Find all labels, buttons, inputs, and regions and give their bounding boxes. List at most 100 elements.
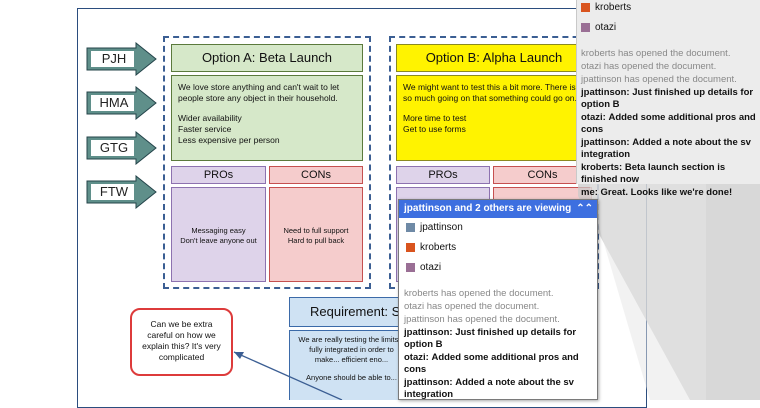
- option-a-point: Less expensive per person: [178, 135, 280, 145]
- option-b-intro: We might want to test this a bit more. T…: [403, 82, 577, 103]
- arrow-ftw[interactable]: FTW: [86, 175, 158, 209]
- option-a-cons-cell[interactable]: Need to full support Hard to pull back: [269, 187, 363, 282]
- connector-line: [233, 351, 343, 400]
- option-b-title[interactable]: Option B: Alpha Launch: [396, 44, 592, 72]
- chat-text: kroberts has opened the document.: [581, 48, 731, 59]
- system-message: kroberts has opened the document.: [404, 288, 592, 300]
- arrow-shape: [86, 131, 157, 165]
- chat-text: jpattinson has opened the document.: [581, 74, 737, 85]
- arrow-shape: [86, 86, 157, 120]
- user-color-swatch-icon: [406, 222, 415, 232]
- arrow-pjh[interactable]: PJH: [86, 42, 158, 76]
- chat-user: otazi:: [404, 352, 429, 363]
- arrow-shape: [86, 42, 157, 76]
- zoom-viewer-list: kroberts otazi: [577, 0, 760, 42]
- option-a-cons-label[interactable]: CONs: [269, 166, 363, 184]
- viewing-panel-header[interactable]: jpattinson and 2 others are viewing ⌃⌃: [399, 200, 597, 218]
- viewer-otazi[interactable]: otazi: [581, 22, 756, 42]
- chat-text: Just finished up details for option B: [404, 327, 577, 350]
- cons-text-line: Need to full support: [283, 226, 349, 235]
- viewer-jpattinson[interactable]: jpattinson: [406, 222, 590, 242]
- chat-user: kroberts:: [581, 162, 623, 173]
- comment-note[interactable]: Can we be extra careful on how we explai…: [130, 308, 233, 376]
- viewing-panel-chat-log: kroberts has opened the document. otazi h…: [399, 282, 597, 401]
- viewer-name: otazi: [420, 262, 442, 273]
- chat-message: otazi: Added some additional pros and co…: [581, 112, 756, 136]
- option-b-point: Get to use forms: [403, 124, 466, 134]
- option-a-pros-cell[interactable]: Messaging easy Don't leave anyone out: [171, 187, 266, 282]
- option-a-pros-label[interactable]: PROs: [171, 166, 266, 184]
- viewer-name: kroberts: [420, 242, 457, 253]
- requirement-footer: Anyone should be able to...: [306, 373, 397, 382]
- chat-text: Added a note about the sv integration: [581, 137, 751, 160]
- chat-message: jpattinson: Just finished up details for…: [581, 87, 756, 111]
- user-color-swatch-icon: [406, 262, 415, 272]
- arrow-label: HMA: [99, 95, 129, 110]
- requirement-title[interactable]: Requirement: SV: [289, 297, 414, 327]
- double-chevron-up-icon[interactable]: ⌃⌃: [576, 203, 593, 214]
- viewing-panel-viewer-list: jpattinson kroberts otazi: [399, 218, 597, 282]
- viewing-panel[interactable]: jpattinson and 2 others are viewing ⌃⌃ j…: [398, 199, 598, 400]
- chat-text: Added a note about the sv integration: [404, 377, 574, 400]
- user-color-swatch-icon: [581, 22, 590, 32]
- chat-message: jpattinson: Added a note about the sv in…: [581, 137, 756, 161]
- pros-text-line: Messaging easy: [191, 226, 246, 235]
- option-a-group[interactable]: [163, 36, 371, 289]
- chat-message: jpattinson: Just finished up details for…: [404, 327, 592, 351]
- arrow-gtg[interactable]: GTG: [86, 131, 158, 165]
- option-a-body[interactable]: We love store anything and can't wait to…: [171, 75, 363, 161]
- connector-arrowhead: [234, 352, 244, 359]
- system-message: jpattinson has opened the document.: [404, 314, 592, 326]
- chat-message: me: Great. Looks like we're done!: [581, 187, 756, 199]
- pros-text-line: Don't leave anyone out: [180, 236, 257, 245]
- viewer-name: otazi: [595, 22, 617, 33]
- chat-text: Just finished up details for option B: [581, 87, 754, 110]
- requirement-text: We are really testing the limits... full…: [298, 335, 405, 364]
- requirement-body[interactable]: We are really testing the limits... full…: [289, 330, 414, 400]
- chat-text: Added some additional pros and cons: [404, 352, 579, 375]
- chat-text: otazi has opened the document.: [404, 301, 540, 312]
- chat-user: jpattinson:: [404, 377, 453, 388]
- chat-text: jpattinson has opened the document.: [404, 314, 560, 325]
- chat-message: jpattinson: Added a note about the sv in…: [404, 377, 592, 401]
- system-message: kroberts has opened the document.: [581, 48, 756, 60]
- system-message: otazi has opened the document.: [581, 61, 756, 73]
- chat-user: otazi:: [581, 112, 606, 123]
- zoom-chat-panel: kroberts otazi kroberts has opened the do…: [576, 0, 760, 198]
- viewing-panel-header-text: jpattinson and 2 others are viewing: [404, 203, 572, 214]
- user-color-swatch-icon: [581, 2, 590, 12]
- viewer-name: kroberts: [595, 2, 632, 13]
- arrow-shape: [86, 175, 157, 209]
- option-a-point: Wider availability: [178, 113, 242, 123]
- cons-text-line: Hard to pull back: [287, 236, 345, 245]
- viewer-otazi[interactable]: otazi: [406, 262, 590, 282]
- chat-user: jpattinson:: [581, 87, 630, 98]
- chat-message: kroberts: Beta launch section is finishe…: [581, 162, 756, 186]
- option-a-title[interactable]: Option A: Beta Launch: [171, 44, 363, 72]
- chat-user: jpattinson:: [404, 327, 453, 338]
- option-a-point: Faster service: [178, 124, 232, 134]
- zoom-chat-log: kroberts has opened the document. otazi h…: [577, 42, 760, 199]
- user-color-swatch-icon: [406, 242, 415, 252]
- option-b-cons-label[interactable]: CONs: [493, 166, 592, 184]
- arrow-label: FTW: [99, 184, 129, 199]
- arrow-label: PJH: [101, 51, 127, 66]
- chat-text: otazi has opened the document.: [581, 61, 717, 72]
- option-a-intro: We love store anything and can't wait to…: [178, 82, 340, 103]
- option-b-point: More time to test: [403, 113, 467, 123]
- viewer-name: jpattinson: [420, 222, 463, 233]
- system-message: jpattinson has opened the document.: [581, 74, 756, 86]
- chat-message: otazi: Added some additional pros and co…: [404, 352, 592, 376]
- viewer-kroberts[interactable]: kroberts: [581, 2, 756, 22]
- arrow-label: GTG: [99, 140, 129, 155]
- chat-text: Great. Looks like we're done!: [600, 187, 733, 198]
- chat-text: kroberts has opened the document.: [404, 288, 554, 299]
- chat-text: Beta launch section is finished now: [581, 162, 726, 185]
- arrow-hma[interactable]: HMA: [86, 86, 158, 120]
- viewer-kroberts[interactable]: kroberts: [406, 242, 590, 262]
- option-b-pros-label[interactable]: PROs: [396, 166, 490, 184]
- system-message: otazi has opened the document.: [404, 301, 592, 313]
- option-b-body[interactable]: We might want to test this a bit more. T…: [396, 75, 592, 161]
- chat-text: Added some additional pros and cons: [581, 112, 756, 135]
